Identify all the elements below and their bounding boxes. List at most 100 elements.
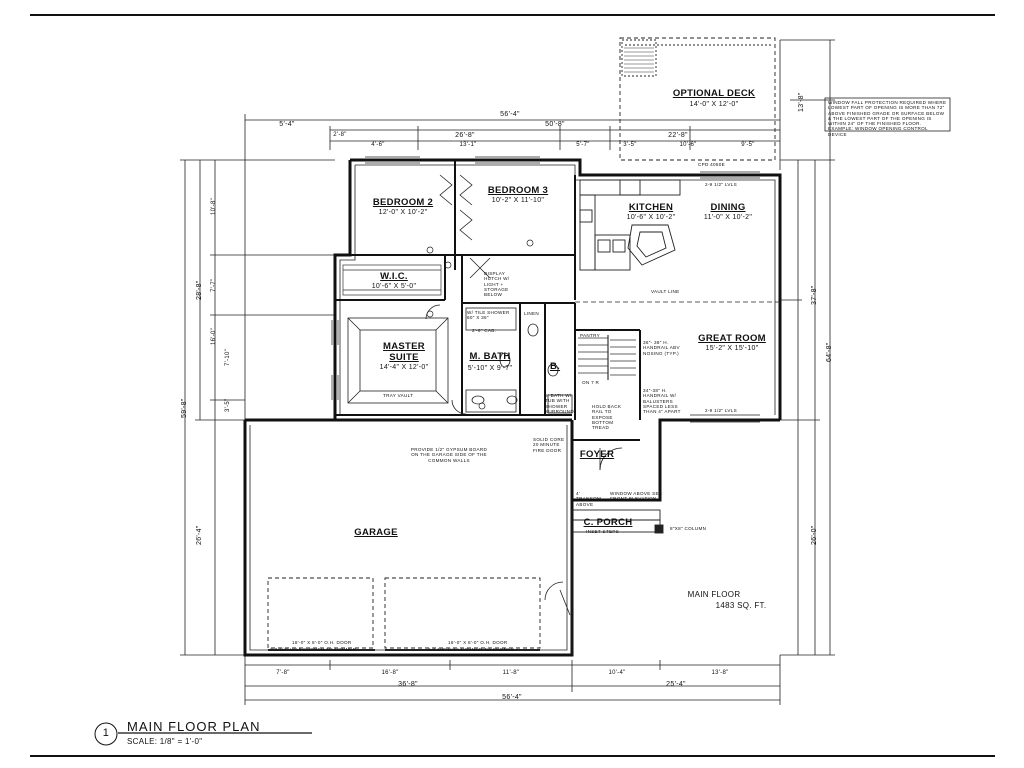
closet-doors xyxy=(439,174,473,241)
cabinet-label: 2'-6" CAB. xyxy=(472,328,497,333)
corner-lvl-label-1: 2-3 1/4" LVLs CORNER TO CORNER xyxy=(270,647,357,652)
dim-right-deck: 13'-8" xyxy=(798,92,805,112)
cporch-label: C. PORCH xyxy=(583,517,633,528)
wic-dims: 10'-6" X 5'-0" xyxy=(371,283,417,290)
pantry-label: PANTRY xyxy=(580,333,601,338)
dining-dims: 11'-0" X 10'-2" xyxy=(703,214,753,221)
dim-right-a: 37'-8" xyxy=(811,285,818,305)
bedroom2-dims: 12'-0" X 10'-2" xyxy=(378,209,428,216)
optional-deck-dims: 14'-0" X 12'-0" xyxy=(689,101,739,108)
dim-bottom-1: 7'-8" xyxy=(276,670,290,676)
bath-fixtures xyxy=(465,307,573,414)
dim-left-c: 26'-4" xyxy=(196,525,203,545)
master-label: MASTER xyxy=(383,341,425,352)
bedroom2-label: BEDROOM 2 xyxy=(372,197,434,208)
main-floor-label: MAIN FLOOR xyxy=(687,590,741,599)
dim-top-row-4: 5'-7" xyxy=(576,142,590,148)
gypsum-note: PROVIDE 1/2" GYPSUM BOARD ON THE GARAGE … xyxy=(410,447,488,463)
dim-left-row-4: 7'-10" xyxy=(225,348,231,366)
dim-left-row-5: 3'-5" xyxy=(225,398,231,412)
garage-door-label-1: 18'-0" X 8'-0" O.H. DOOR xyxy=(292,640,352,645)
optional-deck-label: OPTIONAL DECK xyxy=(672,88,756,99)
dim-top-row-2: 4'-6" xyxy=(371,142,385,148)
dim-bottom-5: 13'-8" xyxy=(711,670,729,676)
kitchen-label: KITCHEN xyxy=(628,202,674,213)
display-hutch xyxy=(469,257,491,279)
window-above-note: WINDOW ABOVE SEE FRONT ELEVATION xyxy=(610,491,663,502)
vault-line-label: VAULT LINE xyxy=(651,289,680,294)
dim-top-sub-a: 26'-8" xyxy=(455,132,475,139)
dim-bottom-left: 36'-8" xyxy=(398,681,418,688)
dim-top-row-7: 9'-5" xyxy=(741,142,755,148)
drawing-number: 1 xyxy=(102,727,110,739)
stairs xyxy=(578,335,636,380)
dim-bottom-2: 16'-8" xyxy=(381,670,399,676)
title-block-graphics xyxy=(94,722,312,746)
inset-steps-label: INSET STEPS xyxy=(586,529,620,534)
transom-note: 4' TRANSOM ABOVE xyxy=(576,491,602,507)
stair-count-label: ON 7 R xyxy=(582,380,600,385)
interior-walls xyxy=(335,160,641,441)
master-dims: 14'-4" X 12'-0" xyxy=(379,364,429,371)
main-floor-area: 1483 SQ. FT. xyxy=(715,601,767,610)
dim-left-row-3: 16'-0" xyxy=(211,327,217,345)
linen-label: LINEN xyxy=(524,311,540,316)
dim-top-sub-b: 22'-8" xyxy=(668,132,688,139)
dining-label: DINING xyxy=(710,202,746,213)
front-porch xyxy=(571,509,664,655)
door-swings xyxy=(425,304,623,616)
dim-bottom-4: 10'-4" xyxy=(608,670,626,676)
optional-deck xyxy=(619,37,776,161)
dim-left-b: 59'-8" xyxy=(181,398,188,418)
window-fall-note: WINDOW FALL PROTECTION REQUIRED WHERE LO… xyxy=(828,100,947,137)
dim-top-row-1: 2'-8" xyxy=(333,132,347,138)
hold-back-note: HOLD BACK RAIL TO EXPOSE BOTTOM TREAD xyxy=(592,404,622,431)
garage-door-label-2: 18'-0" X 8'-0" O.H. DOOR xyxy=(448,640,508,645)
bath-tub-note: 5' BATH W/ TUB WITH SHOWER SURROUND xyxy=(545,393,574,414)
closet-shelving xyxy=(342,264,442,296)
dim-top-row-3: 13'-1" xyxy=(459,142,477,148)
handrail-note: 36"- 38" H. HANDRAIL ABV NOSING (TYP.) xyxy=(643,340,680,356)
garage-label: GARAGE xyxy=(354,527,398,538)
drawing-title: MAIN FLOOR PLAN xyxy=(127,719,261,734)
dim-bottom-right: 25'-4" xyxy=(666,681,686,688)
tray-vault xyxy=(347,317,449,404)
corner-lvl-label-2: 2-3 1/4" LVLs CORNER TO CORNER xyxy=(428,647,515,652)
drawing-scale: SCALE: 1/8" = 1'-0" xyxy=(127,737,203,746)
display-hutch-note: DISPLAY HUTCH W/ LIGHT + STORAGE BELOW xyxy=(484,271,510,298)
dim-top-overall: 56'-4" xyxy=(500,111,520,118)
tray-vault-label: TRAY VAULT xyxy=(383,393,414,398)
wall-inner-lines xyxy=(249,164,776,651)
foyer-label: FOYER xyxy=(579,449,615,460)
exterior-walls xyxy=(243,158,782,657)
dim-top-left: 5'-4" xyxy=(279,121,295,128)
column-label: 8"X8" COLUMN xyxy=(670,526,707,531)
cpd-label: CPD 4050E xyxy=(698,162,725,167)
kitchen-dims: 10'-6" X 10'-2" xyxy=(626,214,676,221)
great-room-dims: 15'-2" X 15'-10" xyxy=(705,345,759,352)
dim-top-row-6: 10'-6" xyxy=(679,142,697,148)
wic-label: W.I.C. xyxy=(380,271,408,282)
handrail-balusters-note: 34"-38" H. HANDRAIL W/ BALUSTERS SPACED … xyxy=(643,388,681,415)
dimension-lines xyxy=(180,39,835,705)
kitchen-cabinets xyxy=(579,179,681,271)
lvls-label-2: 2-9 1/2" LVLS xyxy=(705,408,738,413)
lvls-label-1: 2-9 1/2" LVLS xyxy=(705,182,738,187)
dim-right-b: 26'-0" xyxy=(811,525,818,545)
bedroom3-label: BEDROOM 3 xyxy=(487,185,549,196)
dim-bottom-3: 11'-8" xyxy=(502,670,520,676)
dim-left-a: 28'-8" xyxy=(196,280,203,300)
dim-right-overall: 64'-8" xyxy=(826,342,833,362)
dim-bottom-overall: 56'-4" xyxy=(502,694,522,701)
window-fall-note-box xyxy=(824,97,951,132)
deck-stairs xyxy=(624,47,654,73)
solid-core-note: SOLID CORE 20 MINUTE FIRE DOOR xyxy=(533,437,565,453)
garage-doors xyxy=(267,577,541,651)
mbath-label: M. BATH xyxy=(469,351,511,362)
smoke-detector-markers xyxy=(426,239,534,410)
bedroom3-dims: 10'-2" X 11'-10" xyxy=(491,197,545,204)
dim-top-main: 50'-8" xyxy=(545,121,565,128)
mbath-dims: 5'-10" X 9'-7" xyxy=(467,365,513,372)
great-room-window xyxy=(690,414,760,423)
